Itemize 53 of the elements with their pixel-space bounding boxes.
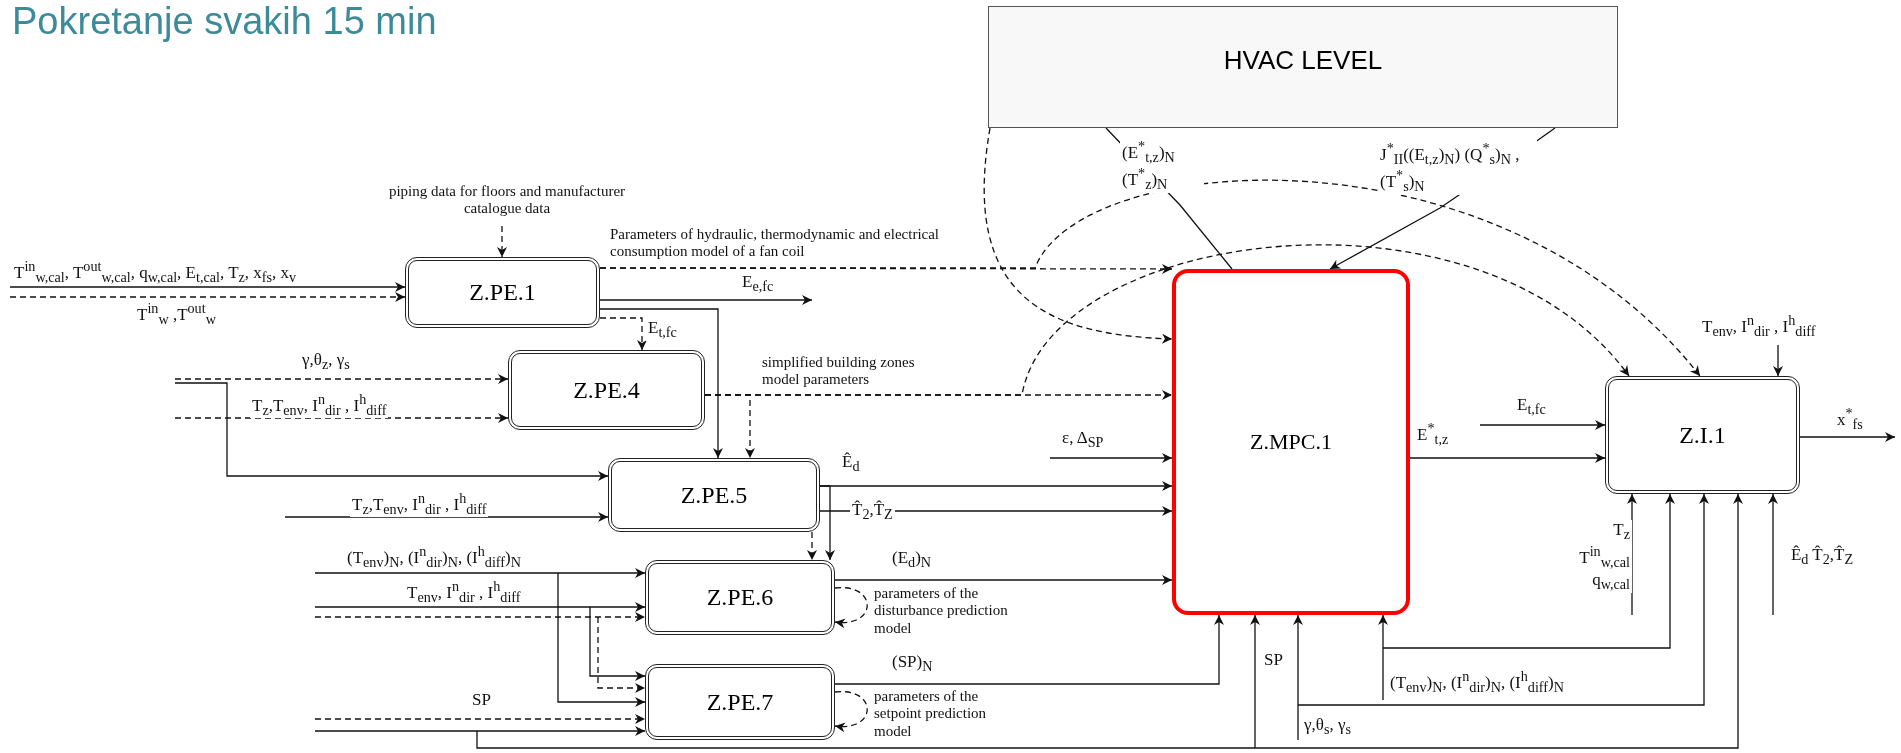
arrow (174, 374, 509, 384)
arrow (476, 493, 1743, 749)
arrow (314, 612, 646, 622)
arrow (807, 531, 817, 561)
arrow (834, 691, 868, 732)
arrow (9, 292, 406, 302)
arrow (497, 225, 507, 258)
arrow (1049, 453, 1173, 463)
controller-box: Z.MPC.1 (1172, 269, 1410, 615)
arrow (1250, 614, 1260, 749)
arrow (1627, 493, 1637, 616)
arrow (834, 587, 868, 628)
arrow (819, 485, 835, 561)
arrow (1382, 493, 1675, 649)
arrow (597, 616, 646, 693)
heading: Pokretanje svakih 15 min (12, 0, 437, 43)
edge-label: Parameters of hydraulic, thermodynamic and electrical consumption model of a fan coil (608, 226, 942, 261)
arrow (589, 606, 646, 681)
arrow (174, 382, 609, 481)
arrow (599, 317, 647, 351)
edge-label: (E$^{*}$$_{t,z}$)$_{N}$ (T$^{*}$$_{z}$)$_{N}$ (1120, 138, 1204, 193)
arrow (599, 295, 813, 305)
arrow (314, 602, 646, 612)
edge-label: T$^{in}$$_{w,cal}$, T$^{out}$$_{w,cal}$, q$_{w,cal}$, E$_{t,cal}$, T$_{z}$, x$_{fs}$, x$_{v}$ (12, 258, 299, 286)
process-box: Z.PE.1 (405, 257, 600, 328)
arrow (1799, 432, 1896, 442)
arrow (983, 127, 1173, 344)
arrow (1768, 493, 1778, 616)
level-box: HVAC LEVEL (988, 6, 1618, 128)
arrow (1297, 493, 1709, 706)
arrow (1293, 614, 1303, 741)
arrow (1773, 344, 1783, 377)
arrow (599, 308, 723, 459)
arrow (1409, 453, 1606, 463)
process-box: Z.PE.4 (508, 350, 705, 430)
arrow (704, 244, 1630, 396)
arrow (599, 180, 1701, 377)
arrow (314, 568, 646, 578)
edge-label: J$^{*}$$_{II}$((E$_{t,z}$)$_{N}$) (Q$^{*}$$_{s}$)$_{N}$ ,(T$^{*}$$_{s}$)$_{N}$ (1378, 140, 1537, 195)
arrow (834, 575, 1173, 585)
arrow (174, 413, 509, 423)
process-box: Z.PE.5 (608, 458, 820, 532)
arrow (9, 282, 406, 292)
arrow (284, 512, 609, 522)
process-box: Z.I.1 (1605, 376, 1800, 494)
arrow (557, 572, 646, 707)
process-box: Z.PE.7 (645, 664, 835, 740)
arrow (314, 714, 646, 724)
arrow (1378, 614, 1388, 701)
arrow (1479, 420, 1606, 430)
arrow (314, 726, 646, 736)
arrow (834, 614, 1224, 685)
process-box: Z.PE.6 (645, 560, 835, 635)
